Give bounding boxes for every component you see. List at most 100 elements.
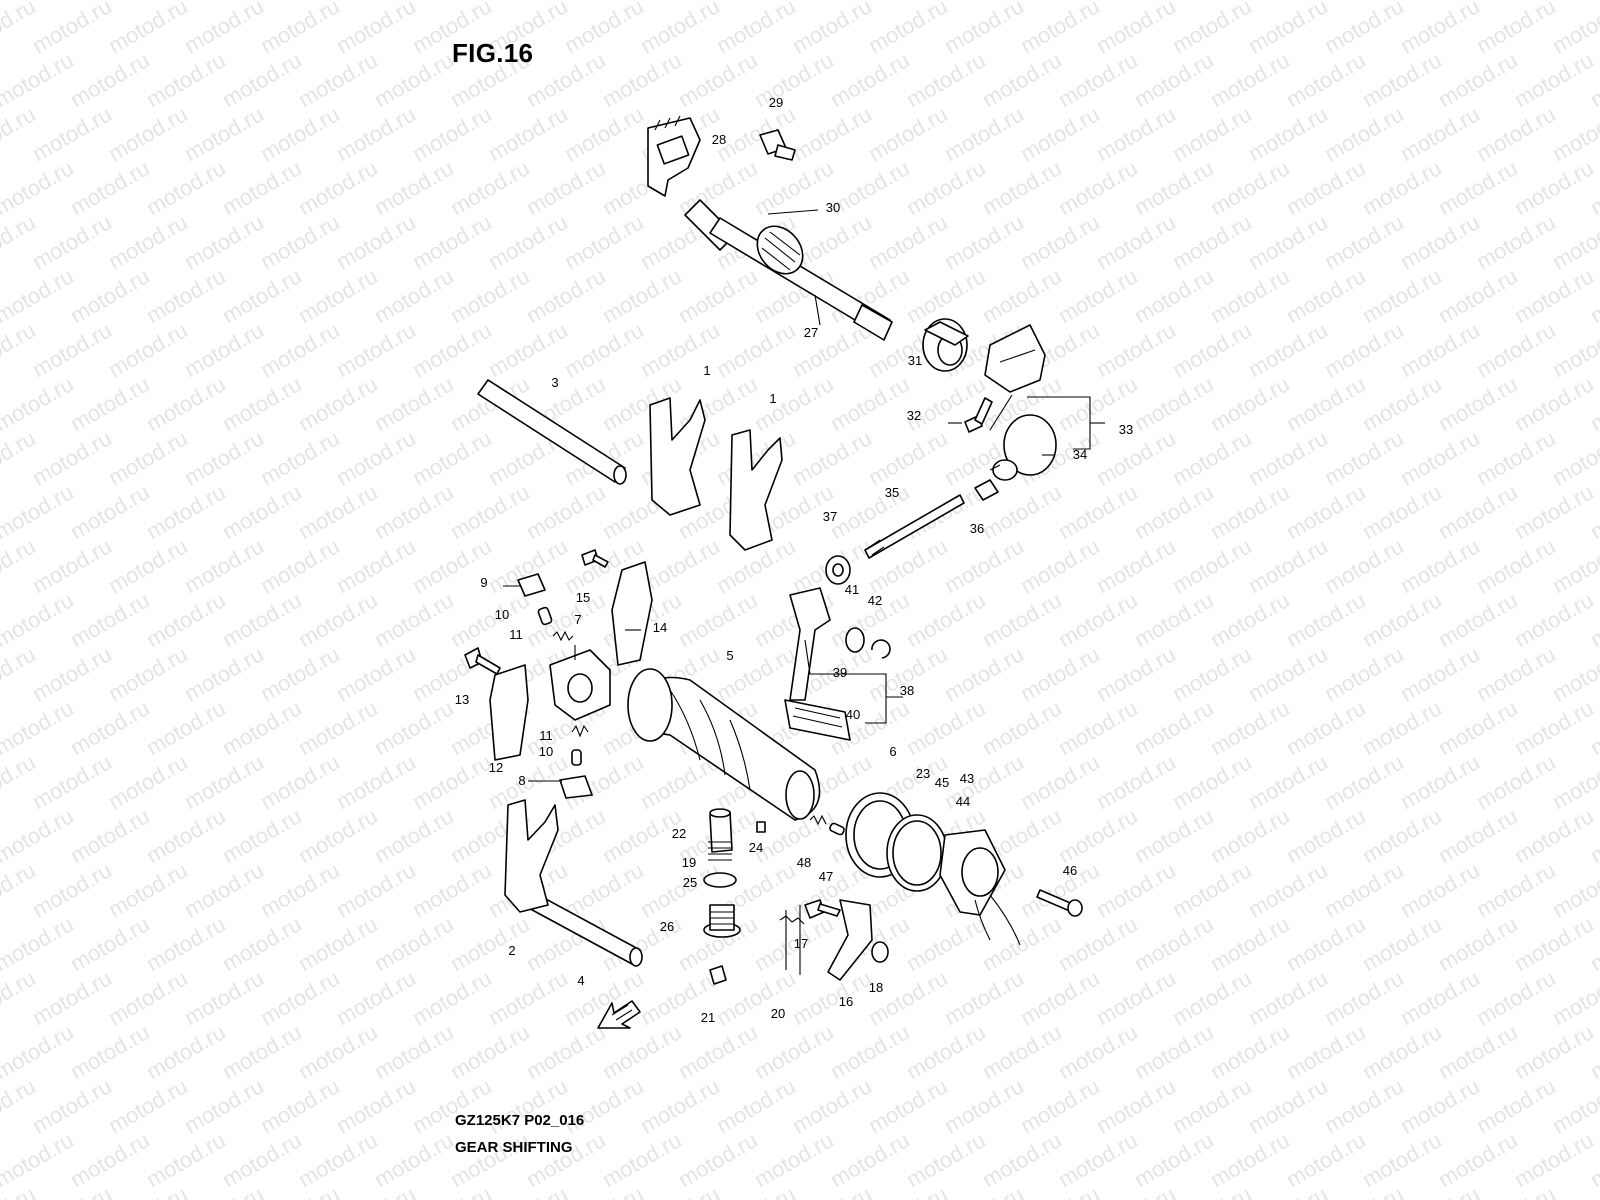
watermark-text: motod.ru: [142, 911, 230, 976]
watermark-text: motod.ru: [674, 47, 762, 112]
watermark-text: motod.ru: [1016, 101, 1104, 166]
watermark-text: motod.ru: [1396, 101, 1484, 166]
shift-cam-7: [549, 649, 611, 721]
watermark-text: motod.ru: [1130, 911, 1218, 976]
watermark-text: motod.ru: [104, 857, 192, 922]
watermark-text: motod.ru: [66, 47, 154, 112]
watermark-text: motod.ru: [1130, 155, 1218, 220]
watermark-text: motod.ru: [1548, 965, 1600, 1030]
watermark-text: motod.ru: [902, 587, 990, 652]
watermark-text: motod.ru: [104, 101, 192, 166]
watermark-text: motod.ru: [978, 695, 1066, 760]
watermark-text: motod.ru: [66, 695, 154, 760]
watermark-text: motod.ru: [408, 101, 496, 166]
watermark-text: motod.ru: [1434, 1127, 1522, 1192]
watermark-text: motod.ru: [1016, 209, 1104, 274]
watermark-text: motod.ru: [1510, 803, 1598, 868]
watermark-text: motod.ru: [1130, 1127, 1218, 1192]
watermark-text: motod.ru: [256, 749, 344, 814]
watermark-text: motod.ru: [1472, 101, 1560, 166]
watermark-text: motod.ru: [1206, 47, 1294, 112]
watermark-text: motod.ru: [1358, 1127, 1446, 1192]
watermark-text: motod.ru: [218, 47, 306, 112]
callout-8: 8: [518, 773, 525, 788]
watermark-text: motod.ru: [674, 1019, 762, 1084]
watermark-text: motod.ru: [1244, 209, 1332, 274]
watermark-text: motod.ru: [940, 641, 1028, 706]
screw-21: [709, 965, 727, 985]
watermark-text: motod.ru: [1510, 695, 1598, 760]
watermark-text: motod.ru: [218, 371, 306, 436]
watermark-text: motod.ru: [484, 965, 572, 1030]
watermark-text: motod.ru: [1092, 641, 1180, 706]
watermark-text: motod.ru: [1244, 1073, 1332, 1138]
watermark-text: motod.ru: [446, 0, 534, 4]
watermark-text: motod.ru: [294, 587, 382, 652]
front-arrow-icon: [597, 1000, 641, 1029]
watermark-text: motod.ru: [1320, 1181, 1408, 1200]
callout-14: 14: [653, 620, 667, 635]
watermark-text: motod.ru: [256, 641, 344, 706]
watermark-text: motod.ru: [104, 641, 192, 706]
watermark-text: motod.ru: [1434, 0, 1522, 4]
watermark-text: motod.ru: [370, 695, 458, 760]
watermark-text: motod.ru: [66, 1127, 154, 1192]
watermark-text: motod.ru: [294, 695, 382, 760]
watermark-text: motod.ru: [1282, 47, 1370, 112]
watermark-text: motod.ru: [446, 1127, 534, 1192]
spring-11a: [552, 630, 574, 642]
fork-shaft-3: [477, 379, 627, 485]
watermark-text: motod.ru: [1206, 155, 1294, 220]
watermark-text: motod.ru: [66, 263, 154, 328]
watermark-text: motod.ru: [1282, 263, 1370, 328]
callout-26: 26: [660, 919, 674, 934]
watermark-text: motod.ru: [294, 371, 382, 436]
watermark-text: motod.ru: [978, 1019, 1066, 1084]
callout-22: 22: [672, 826, 686, 841]
watermark-text: motod.ru: [1472, 749, 1560, 814]
watermark-text: motod.ru: [1282, 695, 1370, 760]
watermark-text: motod.ru: [408, 641, 496, 706]
watermark-text: motod.ru: [180, 317, 268, 382]
watermark-text: motod.ru: [256, 965, 344, 1030]
watermark-text: motod.ru: [218, 263, 306, 328]
pin-47: [829, 822, 845, 836]
bolt-32: [964, 397, 993, 433]
watermark-text: motod.ru: [940, 101, 1028, 166]
screw-15: [581, 549, 609, 568]
watermark-text: motod.ru: [940, 1073, 1028, 1138]
watermark-text: motod.ru: [180, 533, 268, 598]
watermark-text: motod.ru: [1054, 695, 1142, 760]
watermark-text: motod.ru: [1358, 1019, 1446, 1084]
watermark-text: motod.ru: [940, 965, 1028, 1030]
watermark-text: motod.ru: [750, 1019, 838, 1084]
watermark-text: motod.ru: [104, 533, 192, 598]
watermark-text: motod.ru: [1168, 425, 1256, 490]
watermark-text: motod.ru: [864, 0, 952, 58]
watermark-text: motod.ru: [218, 587, 306, 652]
pin-24: [756, 821, 766, 833]
leader-lines: [503, 209, 1105, 782]
watermark-text: motod.ru: [1092, 317, 1180, 382]
watermark-text: motod.ru: [28, 641, 116, 706]
watermark-text: motod.ru: [1130, 479, 1218, 544]
watermark-text: motod.ru: [978, 587, 1066, 652]
bolt-46: [1036, 889, 1083, 917]
watermark-text: motod.ru: [826, 0, 914, 4]
watermark-text: motod.ru: [294, 1127, 382, 1192]
watermark-text: motod.ru: [1434, 47, 1522, 112]
watermark-text: motod.ru: [294, 155, 382, 220]
watermark-text: motod.ru: [1244, 641, 1332, 706]
watermark-text: motod.ru: [332, 641, 420, 706]
watermark-text: motod.ru: [1510, 263, 1598, 328]
watermark-text: motod.ru: [1320, 1073, 1408, 1138]
watermark-text: motod.ru: [1054, 1127, 1142, 1192]
watermark-text: motod.ru: [750, 371, 838, 436]
watermark-text: motod.ru: [1092, 425, 1180, 490]
watermark-text: motod.ru: [218, 803, 306, 868]
callout-47: 47: [819, 869, 833, 884]
watermark-text: motod.ru: [1472, 533, 1560, 598]
watermark-text: motod.ru: [864, 1073, 952, 1138]
watermark-text: motod.ru: [1358, 695, 1446, 760]
watermark-text: motod.ru: [864, 1181, 952, 1200]
